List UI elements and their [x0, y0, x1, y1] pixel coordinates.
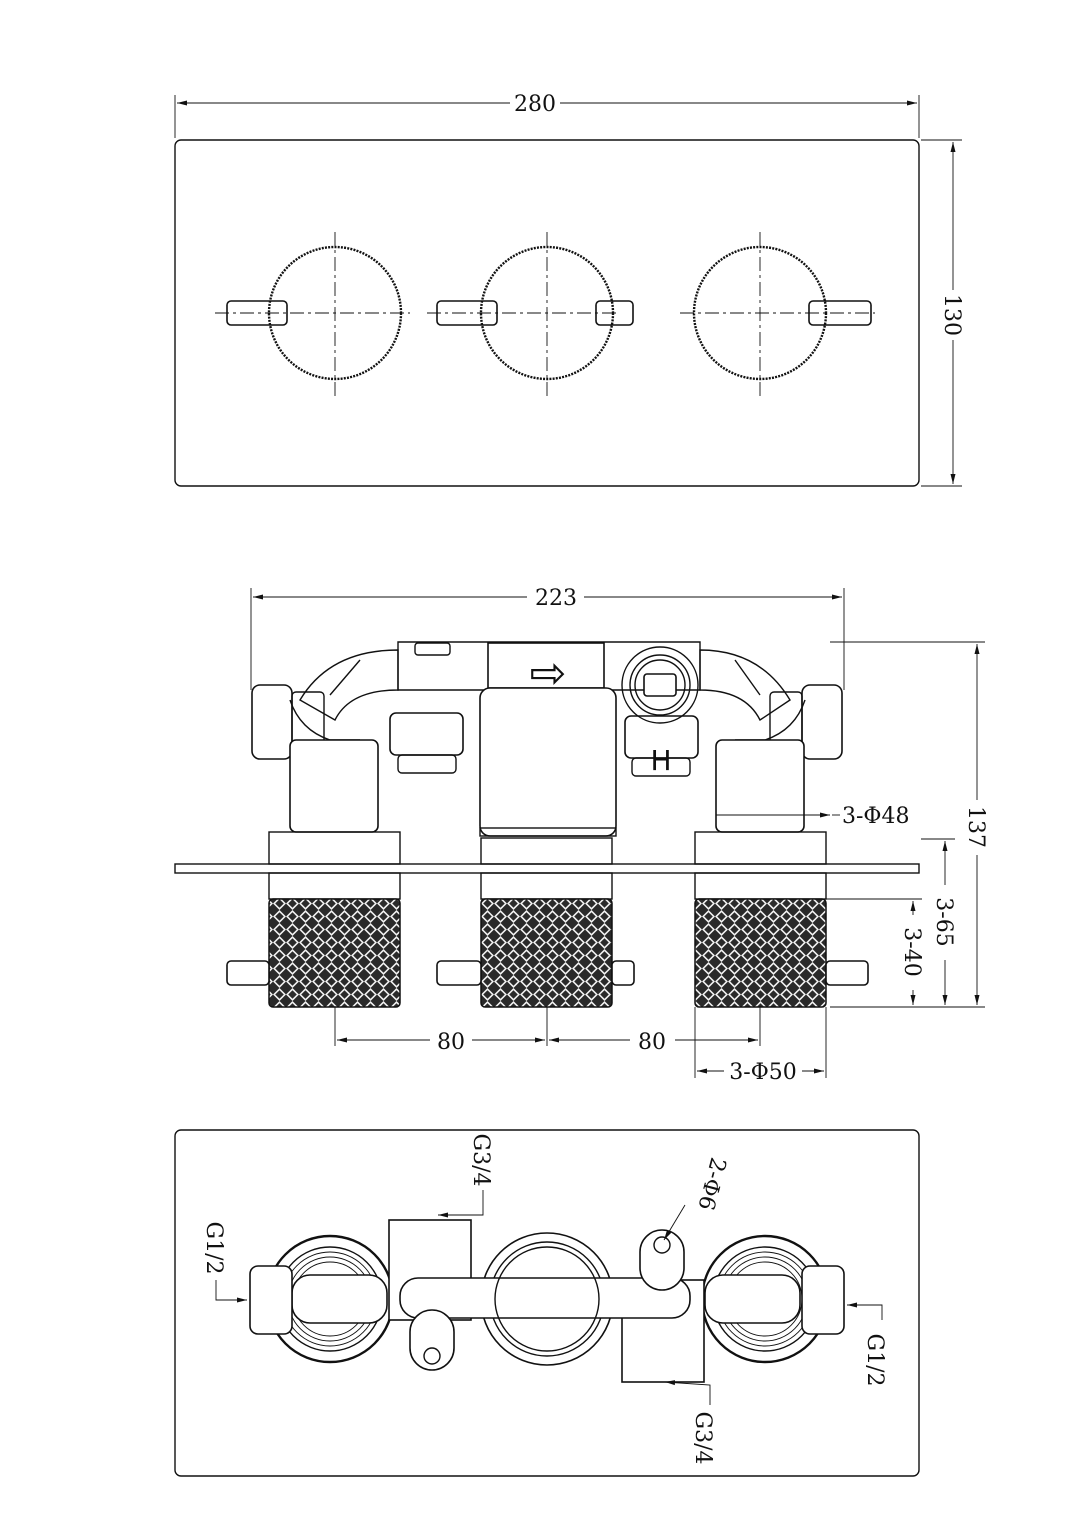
outlet-top-callout: G3/4 — [438, 1134, 493, 1218]
height-dimension: 130 — [921, 139, 964, 487]
inlet-left-label: G1/2 — [201, 1222, 226, 1275]
handle-diameter-dimension: 3-Φ50 — [694, 1007, 827, 1085]
depth-dimension: 137 — [830, 641, 988, 1008]
mount-lug-top — [639, 1229, 685, 1291]
outlet-top-label: G3/4 — [468, 1134, 493, 1187]
handle-middle — [427, 232, 634, 398]
width-label: 280 — [514, 92, 556, 117]
outlet-bottom-callout: G3/4 — [664, 1380, 715, 1465]
side-handle-left — [226, 831, 401, 1008]
handle-length-dimension: 3-65 — [921, 838, 956, 1005]
rear-plate — [174, 1129, 920, 1477]
side-view: 223 — [174, 586, 988, 1085]
mount-hole-label: 2-Φ6 — [692, 1155, 730, 1213]
handle-right — [680, 232, 875, 398]
valve-body: ⇨ H — [251, 641, 843, 837]
body-diameter-label: 3-Φ48 — [842, 804, 909, 829]
pipe-right — [704, 1274, 801, 1324]
body-width-label: 223 — [535, 586, 577, 611]
wall-plate — [174, 863, 920, 874]
outlet-bottom-label: G3/4 — [690, 1412, 715, 1465]
width-dimension: 280 — [174, 92, 920, 138]
inlet-right — [801, 1265, 845, 1335]
side-handle-right — [694, 831, 869, 1008]
spacing-right-label: 80 — [638, 1030, 666, 1055]
knurl-length-label: 3-40 — [899, 927, 924, 976]
handle-spacing-dimension: 80 80 — [334, 1007, 761, 1055]
handle-left — [215, 232, 410, 398]
inlet-right-callout: G1/2 — [847, 1302, 887, 1387]
cover-plate — [174, 139, 920, 487]
side-handle-middle — [436, 837, 635, 1008]
mount-lug-bottom — [409, 1309, 455, 1371]
inlet-left-callout: G1/2 — [201, 1222, 247, 1303]
handle-length-label: 3-65 — [931, 897, 956, 946]
spacing-left-label: 80 — [437, 1030, 465, 1055]
depth-label: 137 — [963, 806, 988, 848]
knurl-length-dimension: 3-40 — [826, 898, 924, 1005]
flow-arrow-mark: ⇨ — [530, 648, 567, 699]
inlet-left — [249, 1265, 293, 1335]
body-diameter-dimension: 3-Φ48 — [716, 804, 909, 829]
pipe-left — [291, 1274, 388, 1324]
top-view: 280 130 — [174, 92, 964, 487]
height-label: 130 — [939, 294, 964, 336]
body-width-dimension: 223 — [250, 586, 845, 690]
mount-hole-callout: 2-Φ6 — [663, 1155, 730, 1241]
hot-mark: H — [650, 744, 671, 777]
inlet-right-label: G1/2 — [862, 1334, 887, 1387]
rear-view: G1/2 G1/2 G3/4 G3/4 2-Φ6 — [174, 1129, 920, 1477]
handle-diameter-label: 3-Φ50 — [729, 1060, 796, 1085]
